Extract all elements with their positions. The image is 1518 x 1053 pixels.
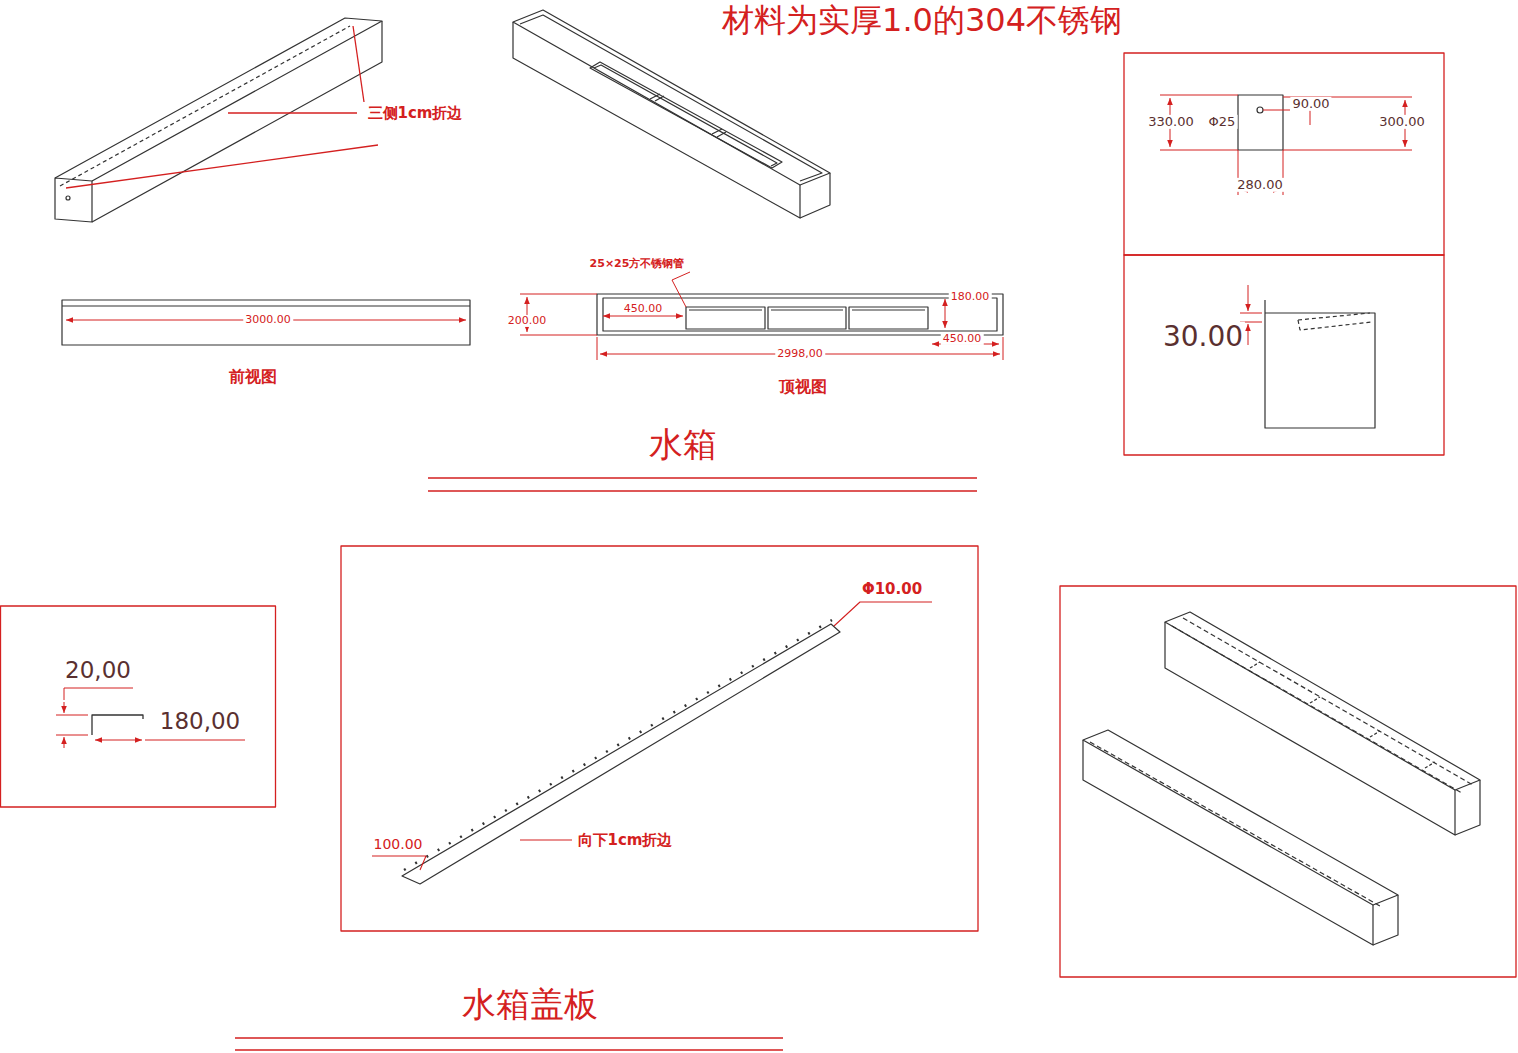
drawing-stroke	[597, 294, 1003, 335]
drawing-stroke	[62, 305, 470, 306]
drawing-stroke	[1238, 95, 1283, 150]
end-section	[1238, 95, 1375, 428]
drawing-stroke	[520, 294, 1003, 360]
dimension-label: 180,00	[158, 709, 242, 734]
drawing-stroke	[513, 22, 800, 218]
dimension-label: 前视图	[227, 368, 279, 386]
drawing-stroke	[1250, 662, 1435, 768]
dimension-label: 三侧1cm折边	[366, 105, 465, 122]
drawing-stroke	[1124, 53, 1444, 255]
top-view	[597, 294, 1003, 335]
drawing-stroke	[1248, 324, 1249, 345]
dimension-lines	[520, 272, 1003, 360]
dimension-label: Φ10.00	[860, 581, 924, 598]
drawing-stroke	[353, 26, 364, 102]
section-title: 30.00	[1161, 322, 1245, 353]
drawing-stroke	[95, 740, 142, 741]
dimension-label: 顶视图	[777, 378, 829, 396]
drawing-stroke	[594, 65, 777, 166]
drawing-stroke	[712, 129, 726, 137]
drawing-stroke	[1172, 618, 1473, 793]
drawing-stroke	[56, 715, 88, 735]
drawing-stroke	[1083, 740, 1373, 945]
dimension-label: 20,00	[63, 658, 133, 683]
drawing-stroke	[520, 15, 822, 181]
drawing-stroke	[1083, 730, 1398, 905]
drawing-stroke	[1373, 895, 1398, 945]
drawing-stroke	[520, 839, 572, 840]
dimension-label: 向下1cm折边	[576, 832, 675, 849]
dimension-label: 280.00	[1235, 178, 1285, 192]
drawing-stroke	[1090, 742, 1380, 906]
drawing-stroke	[1248, 285, 1249, 311]
drawing-stroke	[1265, 300, 1375, 428]
drawing-stroke	[1455, 780, 1480, 835]
dimension-label: 200.00	[506, 315, 549, 327]
section-underline	[235, 478, 977, 1050]
drawing-stroke	[145, 740, 245, 741]
drawing-stroke	[92, 715, 143, 735]
dimension-label: 90.00	[1290, 97, 1331, 111]
cover-profile	[92, 715, 143, 735]
drawing-stroke	[341, 546, 978, 931]
drawing-stroke	[590, 62, 782, 168]
drawing-stroke	[66, 196, 70, 200]
dimension-label: 3000.00	[243, 314, 293, 326]
section-title: 水箱	[647, 426, 719, 463]
dimension-label: 450.00	[622, 303, 665, 315]
drawing-stroke	[228, 112, 357, 113]
dimension-label: Φ25	[1207, 115, 1238, 129]
drawing-stroke	[1263, 110, 1290, 111]
drawing-stroke	[1060, 586, 1516, 977]
drawing-stroke	[945, 299, 946, 328]
dimension-label: 2998,00	[775, 348, 825, 360]
assembly-view	[1083, 612, 1480, 945]
drawing-stroke	[402, 624, 840, 884]
cover-plate	[402, 620, 840, 884]
drawing-stroke	[603, 316, 683, 317]
dimension-lines	[56, 688, 245, 748]
dimension-label: 300.00	[1377, 115, 1427, 129]
dimension-label: 180.00	[949, 291, 992, 303]
drawing-stroke	[428, 478, 977, 491]
dimension-label: 330.00	[1146, 115, 1196, 129]
drawing-stroke	[55, 18, 382, 181]
drawing-stroke	[1124, 255, 1444, 455]
drawing-stroke	[1, 606, 276, 807]
drawing-stroke	[66, 145, 378, 188]
detail-frame	[1, 53, 1517, 977]
drawing-stroke	[404, 620, 832, 870]
dimension-lines	[1160, 95, 1412, 345]
drawing-stroke	[64, 737, 65, 748]
page-title: 材料为实厚1.0的304不锈钢	[720, 3, 1124, 38]
dimension-label: 25×25方不锈钢管	[588, 258, 687, 270]
drawing-stroke	[235, 1038, 783, 1050]
leader-lines	[66, 26, 378, 188]
drawing-stroke	[60, 26, 350, 186]
drawing-stroke	[650, 94, 664, 101]
drawing-stroke	[1298, 313, 1372, 330]
drawing-stroke	[1257, 107, 1263, 113]
leader-lines	[372, 602, 932, 870]
drawing-stroke	[689, 309, 925, 310]
drawing-stroke	[1165, 622, 1455, 835]
dimension-label: 450.00	[941, 333, 984, 345]
drawing-stroke	[92, 21, 382, 222]
drawing-stroke	[64, 702, 65, 713]
drawing-stroke	[1165, 612, 1480, 790]
dimension-label: 100.00	[372, 837, 425, 852]
drawing-stroke	[64, 688, 133, 700]
front-view	[62, 300, 470, 345]
drawing-stroke	[603, 298, 997, 331]
drawing-stroke	[672, 272, 690, 307]
tank-open-view	[513, 10, 830, 218]
drawing-stroke	[62, 300, 470, 345]
section-title: 水箱盖板	[460, 986, 600, 1023]
drawing-stroke	[834, 602, 932, 626]
tank-iso-view	[55, 18, 382, 222]
drawing-stroke	[372, 856, 426, 870]
